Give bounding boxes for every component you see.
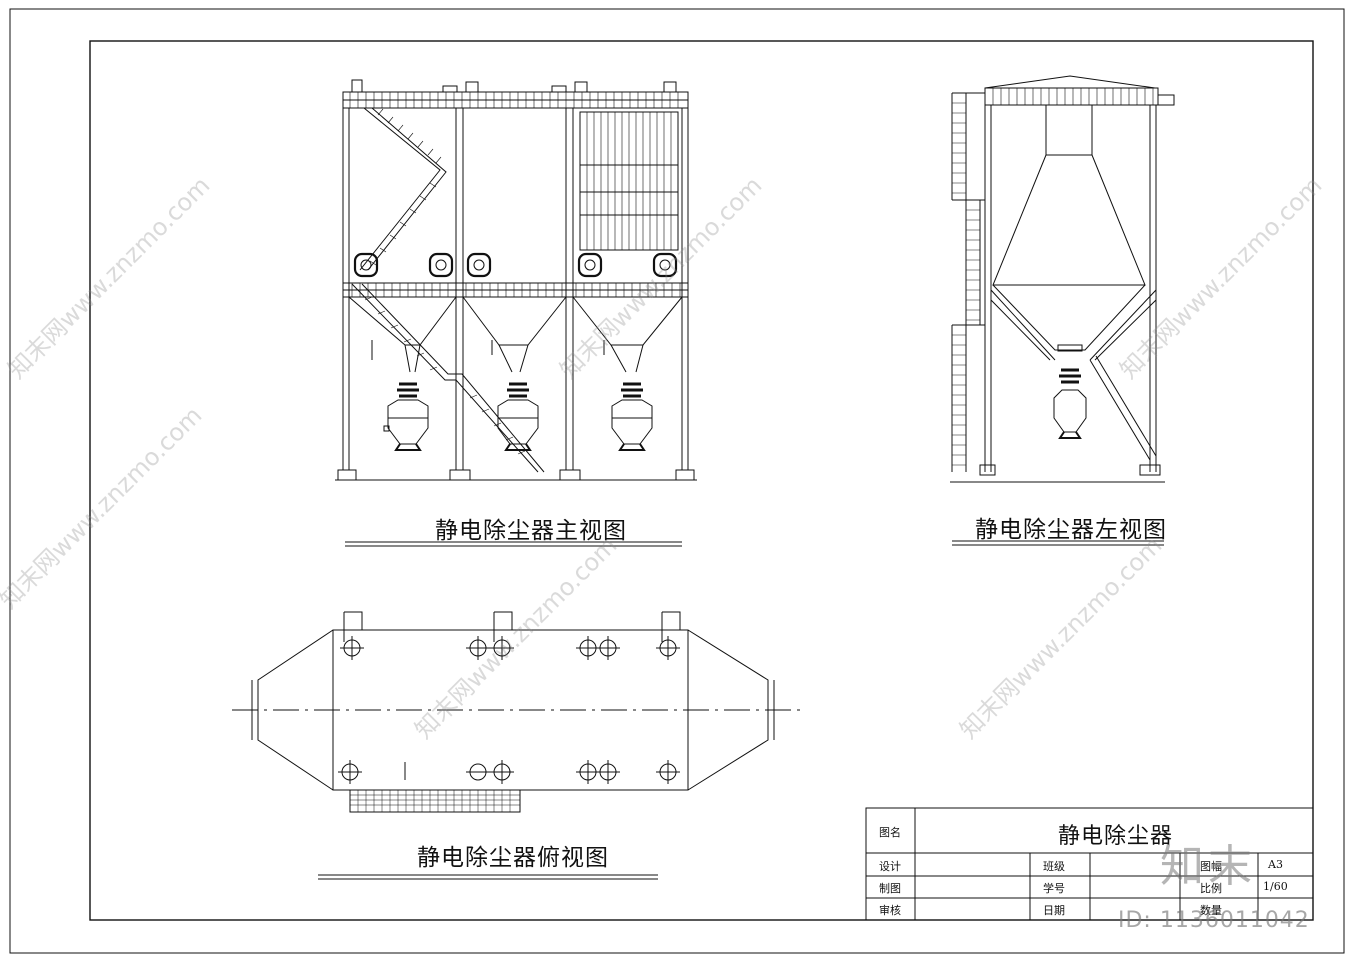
top-title-underline <box>318 874 658 880</box>
watermark-6: 知末网www.znzmo.com <box>0 401 207 614</box>
title-block <box>865 807 1314 921</box>
tb-draw-label: 制图 <box>879 882 901 895</box>
tb-date-label: 日期 <box>1043 904 1065 917</box>
tb-student-no-label: 学号 <box>1043 882 1065 895</box>
side-title-underline <box>952 540 1164 546</box>
discharge-valve-2 <box>497 382 539 451</box>
watermark-4: 知末网www.znzmo.com <box>954 531 1167 744</box>
discharge-valve <box>383 382 429 451</box>
side-view <box>950 75 1175 483</box>
tb-qty-label: 数量 <box>1200 904 1222 917</box>
side-view-title: 静电除尘器左视图 <box>975 517 1167 543</box>
front-view-title: 静电除尘器主视图 <box>435 518 627 544</box>
watermarks: 知末网www.znzmo.com 知末网www.znzmo.com 知末网www… <box>0 171 1327 744</box>
front-title-underline <box>345 541 682 547</box>
watermark-3: 知末网www.znzmo.com <box>554 171 767 384</box>
front-view <box>335 79 697 481</box>
inner-border <box>89 40 1314 921</box>
tb-design-label: 设计 <box>879 860 901 873</box>
top-view <box>232 611 800 813</box>
watermark-1: 知末网www.znzmo.com <box>2 171 215 384</box>
tb-drawing-name: 静电除尘器 <box>1058 824 1174 849</box>
tb-scale-label: 比例 <box>1200 882 1222 895</box>
top-view-ports <box>338 636 680 784</box>
discharge-valve-3 <box>611 382 653 451</box>
brand-watermark: 知末 <box>1160 841 1256 892</box>
tb-class-label: 班级 <box>1043 860 1065 873</box>
outer-border <box>9 8 1345 954</box>
top-view-title: 静电除尘器俯视图 <box>417 845 609 871</box>
tb-scale-value: 1/60 <box>1263 880 1288 893</box>
tb-sheet-value: A3 <box>1268 858 1283 871</box>
id-watermark: ID: 1136011042 <box>1118 908 1310 933</box>
watermark-5: 知末网www.znzmo.com <box>1114 171 1327 384</box>
tb-sheet-label: 图幅 <box>1200 860 1222 873</box>
top-deck-grating <box>349 92 679 108</box>
watermark-2: 知末网www.znzmo.com <box>409 531 622 744</box>
tb-review-label: 审核 <box>879 904 901 917</box>
tb-name-label: 图名 <box>879 826 901 839</box>
